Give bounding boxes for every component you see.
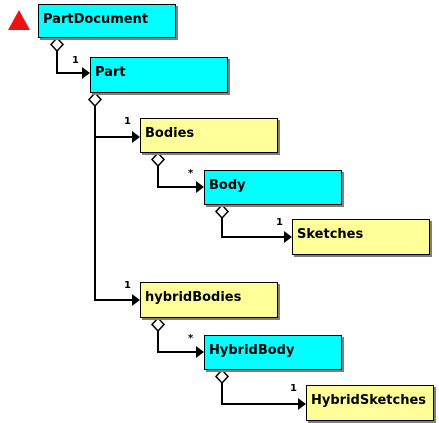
connector-partdocument-part xyxy=(56,51,82,74)
arrowhead-icon xyxy=(132,131,140,143)
aggregation-diamond-icon xyxy=(49,36,65,53)
arrowhead-icon xyxy=(132,294,140,306)
aggregation-diamond-icon xyxy=(214,368,230,385)
node-partdocument: PartDocument xyxy=(38,4,176,38)
node-hybridbody: HybridBody xyxy=(204,335,342,370)
multiplicity-label: 1 xyxy=(72,55,79,66)
connector-body-sketches xyxy=(221,218,284,238)
node-part: Part xyxy=(90,57,228,93)
node-hybridsketches: HybridSketches xyxy=(306,385,434,421)
node-label: HybridBody xyxy=(209,343,295,358)
node-label: hybridBodies xyxy=(145,290,242,305)
node-label: PartDocument xyxy=(43,12,149,27)
node-hybridbodies: hybridBodies xyxy=(140,282,278,318)
red-triangle-icon xyxy=(8,10,30,30)
node-label: HybridSketches xyxy=(311,393,427,408)
node-label: Body xyxy=(209,178,246,193)
multiplicity-label: * xyxy=(188,168,194,179)
connector-bodies-body xyxy=(157,166,196,188)
node-label: Part xyxy=(95,65,126,80)
arrowhead-icon xyxy=(82,67,90,79)
aggregation-diamond-icon xyxy=(87,91,103,108)
aggregation-diamond-icon xyxy=(214,203,230,220)
multiplicity-label: 1 xyxy=(124,280,131,291)
multiplicity-label: 1 xyxy=(276,217,283,228)
node-label: Bodies xyxy=(145,126,195,141)
node-sketches: Sketches xyxy=(292,219,430,255)
node-label: Sketches xyxy=(297,227,364,242)
connector-hybridbody-hybridsketches xyxy=(221,383,298,405)
node-body: Body xyxy=(204,170,342,205)
arrowhead-icon xyxy=(298,398,306,410)
connector-hybridbodies-hybridbody xyxy=(157,331,196,353)
connector-part-hybridbodies xyxy=(94,137,132,301)
arrowhead-icon xyxy=(196,346,204,358)
multiplicity-label: * xyxy=(188,333,194,344)
multiplicity-label: 1 xyxy=(124,116,131,127)
multiplicity-label: 1 xyxy=(290,383,297,394)
arrowhead-icon xyxy=(284,231,292,243)
arrowhead-icon xyxy=(196,181,204,193)
aggregation-diamond-icon xyxy=(150,316,166,333)
aggregation-diamond-icon xyxy=(150,151,166,168)
node-bodies: Bodies xyxy=(140,118,278,153)
